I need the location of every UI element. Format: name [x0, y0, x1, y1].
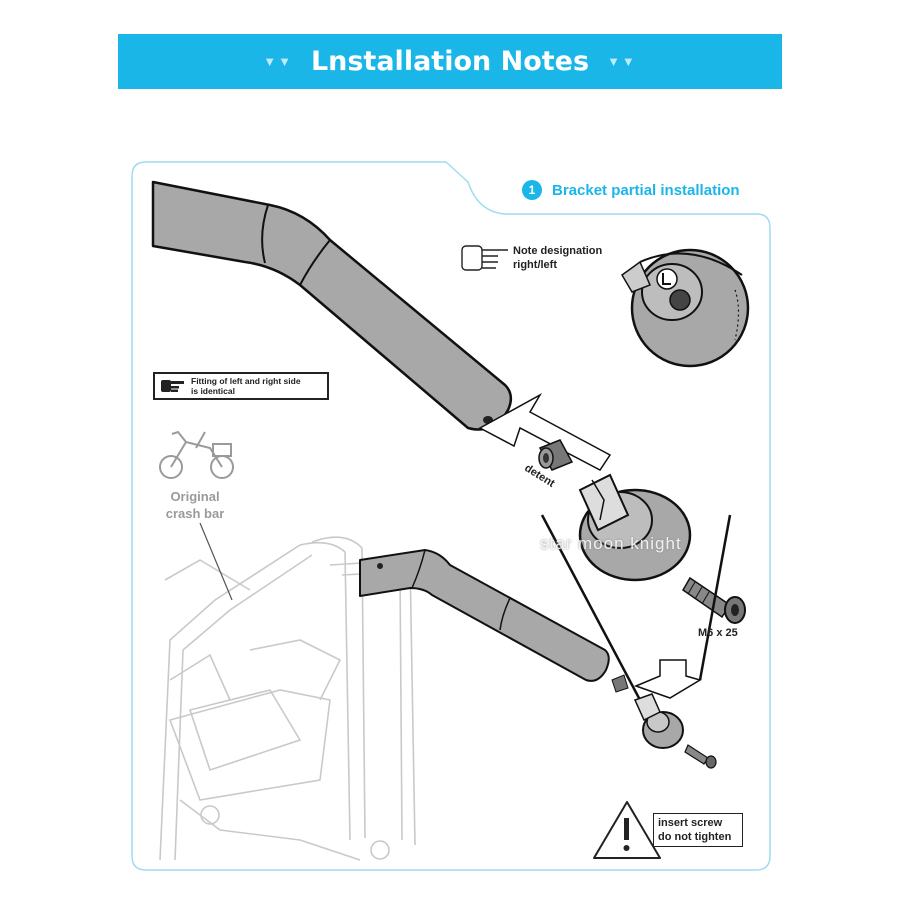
- fitting-note-box: Fitting of left and right side is identi…: [153, 372, 329, 400]
- bracket-cap-closeup: [621, 248, 750, 368]
- warning-note-box: insert screw do not tighten: [653, 813, 743, 847]
- fitting-note-line2: is identical: [191, 386, 235, 396]
- fitting-note-line1: Fitting of left and right side: [191, 376, 301, 386]
- page-title: Lnstallation Notes: [310, 46, 590, 77]
- hand-pointing-icon: [161, 380, 184, 392]
- banner-decor-right: ▼▼: [607, 54, 637, 69]
- bracket-small: [611, 674, 717, 769]
- warning-line1: insert screw: [658, 817, 723, 829]
- bracket-large: [578, 473, 692, 582]
- banner-decor-left: ▼▼: [263, 54, 293, 69]
- original-crash-bar-label: Original crash bar: [150, 488, 240, 522]
- original-label-line2: crash bar: [165, 506, 225, 521]
- warning-line2: do not tighten: [658, 831, 732, 843]
- screw-spec-label: M6 x 25: [698, 627, 738, 639]
- crash-bar-tube-small: [359, 549, 610, 682]
- insert-arrow-small: [633, 659, 702, 699]
- insert-arrow-large: [478, 393, 612, 471]
- original-label-line1: Original: [170, 489, 220, 504]
- content-frame: [131, 161, 771, 871]
- motorcycle-icon: [159, 430, 234, 479]
- step-heading: 1 Bracket partial installation: [522, 180, 740, 200]
- note-designation: Note designation right/left: [513, 244, 602, 272]
- step-label: Bracket partial installation: [552, 181, 740, 199]
- note-designation-line2: right/left: [513, 259, 557, 271]
- note-designation-line1: Note designation: [513, 245, 603, 257]
- original-crash-bar-drawing: [159, 536, 416, 861]
- hand-pointing-icon: [461, 245, 508, 271]
- step-number: 1: [522, 180, 542, 200]
- header-banner: ▼▼ Lnstallation Notes ▼▼: [118, 34, 782, 89]
- screw-bolt: [682, 576, 746, 624]
- original-pointer-line: [199, 522, 233, 601]
- crash-bar-tube-large: [151, 180, 513, 431]
- watermark: star moon knight: [540, 534, 682, 553]
- spacer-nut: [538, 439, 574, 471]
- warning-triangle-icon: [593, 801, 661, 859]
